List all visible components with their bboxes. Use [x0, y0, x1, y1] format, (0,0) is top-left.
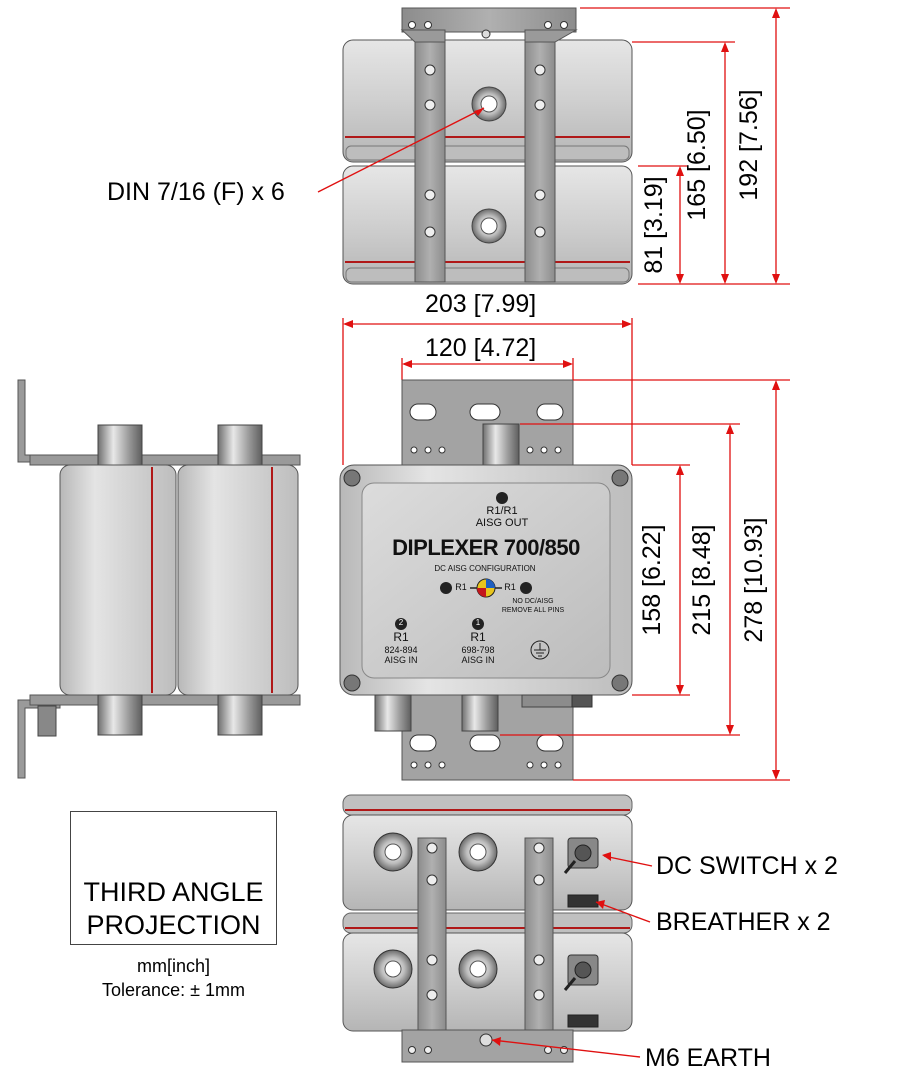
m6-earth-stud — [479, 1033, 493, 1047]
dc-aisg-switch-icon — [470, 578, 502, 598]
breather-1 — [567, 894, 599, 908]
switch-note-1: NO DC/AISG — [512, 598, 554, 605]
config-title: DC AISG CONFIGURATION — [434, 564, 536, 573]
dim-width-120: 120 [4.72] — [425, 334, 537, 362]
dim-height-81: 81 [3.19] — [640, 176, 668, 274]
tolerance-note: Tolerance: ± 1mm — [102, 980, 245, 1000]
dc-switch-callout: DC SWITCH x 2 — [656, 852, 838, 880]
port1-label: R1 — [470, 630, 486, 644]
port2-label: R1 — [393, 630, 409, 644]
side-box-1 — [59, 464, 177, 696]
projection-line1: THIRD ANGLE — [83, 877, 264, 907]
earth-symbol-icon — [530, 640, 550, 660]
width-dimension-lines — [342, 318, 633, 465]
front-aisg-out-connector — [482, 423, 520, 469]
m6-earth-callout: M6 EARTH — [645, 1044, 771, 1072]
dim-height-192: 192 [7.56] — [735, 89, 763, 201]
breather-callout: BREATHER x 2 — [656, 908, 831, 936]
bottom-leader-lines — [491, 855, 653, 1058]
switch-left-label: R1 — [455, 582, 467, 592]
side-box-2 — [177, 464, 299, 696]
din-leader-line — [317, 107, 485, 193]
breather-2 — [567, 1014, 599, 1028]
dim-height-158: 158 [6.22] — [638, 524, 666, 636]
top-dimension-lines — [580, 7, 790, 285]
side-view — [17, 379, 301, 779]
switch-note-2: REMOVE ALL PINS — [501, 607, 565, 614]
dim-width-203: 203 [7.99] — [425, 290, 537, 318]
bottom-view — [342, 794, 633, 1063]
projection-box — [70, 811, 277, 945]
front-port2-connector — [374, 694, 412, 732]
port2-freq: 824-894 — [384, 645, 418, 655]
front-view — [339, 379, 633, 781]
port1-caption: AISG IN — [461, 655, 495, 665]
dim-height-278: 278 [10.93] — [740, 517, 768, 643]
front-dimension-lines — [500, 379, 790, 781]
port2-caption: AISG IN — [384, 655, 418, 665]
din-connector-callout: DIN 7/16 (F) x 6 — [107, 178, 285, 206]
top-view — [342, 7, 633, 285]
dim-height-215: 215 [8.48] — [688, 524, 716, 636]
port2-number: 2 — [398, 618, 404, 627]
port1-number: 1 — [475, 618, 481, 627]
projection-line2: PROJECTION — [86, 910, 261, 940]
switch-right-label: R1 — [504, 582, 516, 592]
out-port-label: R1/R1 — [486, 505, 518, 517]
front-port1-connector — [461, 694, 499, 732]
dim-height-165: 165 [6.50] — [683, 109, 711, 221]
product-title: DIPLEXER 700/850 — [392, 535, 580, 560]
units-note: mm[inch] — [136, 956, 210, 976]
port1-freq: 698-798 — [461, 645, 495, 655]
out-port-caption: AISG OUT — [475, 517, 529, 529]
